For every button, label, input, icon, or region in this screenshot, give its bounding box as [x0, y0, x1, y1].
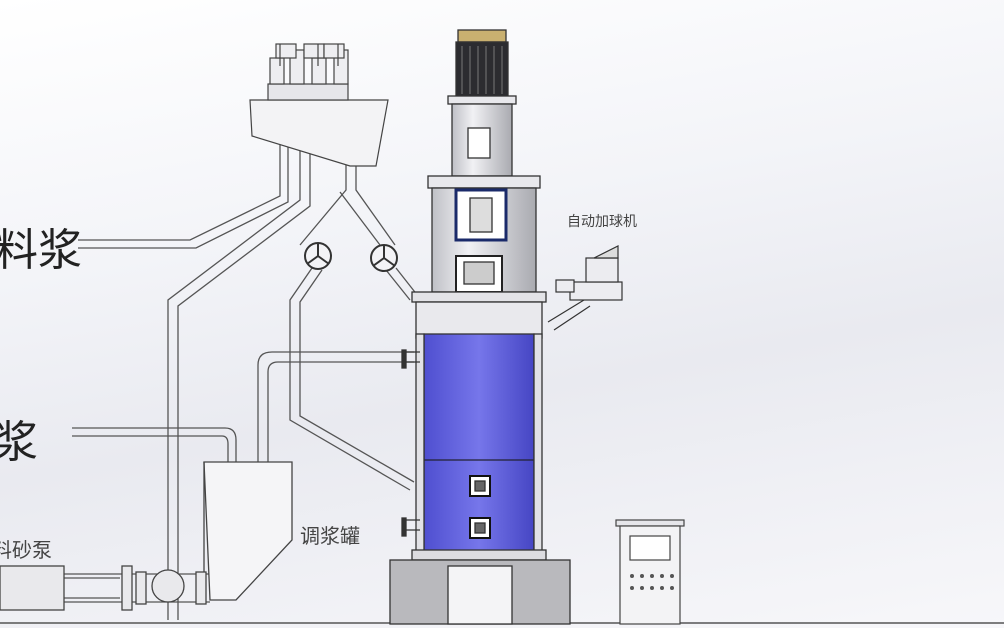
hydrocyclone-cluster: [249, 43, 389, 167]
slurry-pump: [0, 565, 207, 611]
valve-icon: [370, 244, 398, 272]
label-sand-pump: 料砂泵: [0, 538, 52, 562]
ball-feeder: [547, 245, 623, 331]
label-ball-feeder: 自动加球机: [567, 214, 637, 230]
slurry-tank: [203, 461, 293, 601]
vertical-mill: [389, 29, 571, 625]
label-slurry-middle: 浆: [0, 417, 38, 468]
valve-icon: [304, 242, 332, 270]
label-slurry-tank: 调浆罐: [300, 524, 360, 548]
motor-icon: [447, 29, 517, 105]
control-cabinet-icon: [615, 519, 685, 625]
label-slurry-top: 料浆: [0, 225, 82, 276]
